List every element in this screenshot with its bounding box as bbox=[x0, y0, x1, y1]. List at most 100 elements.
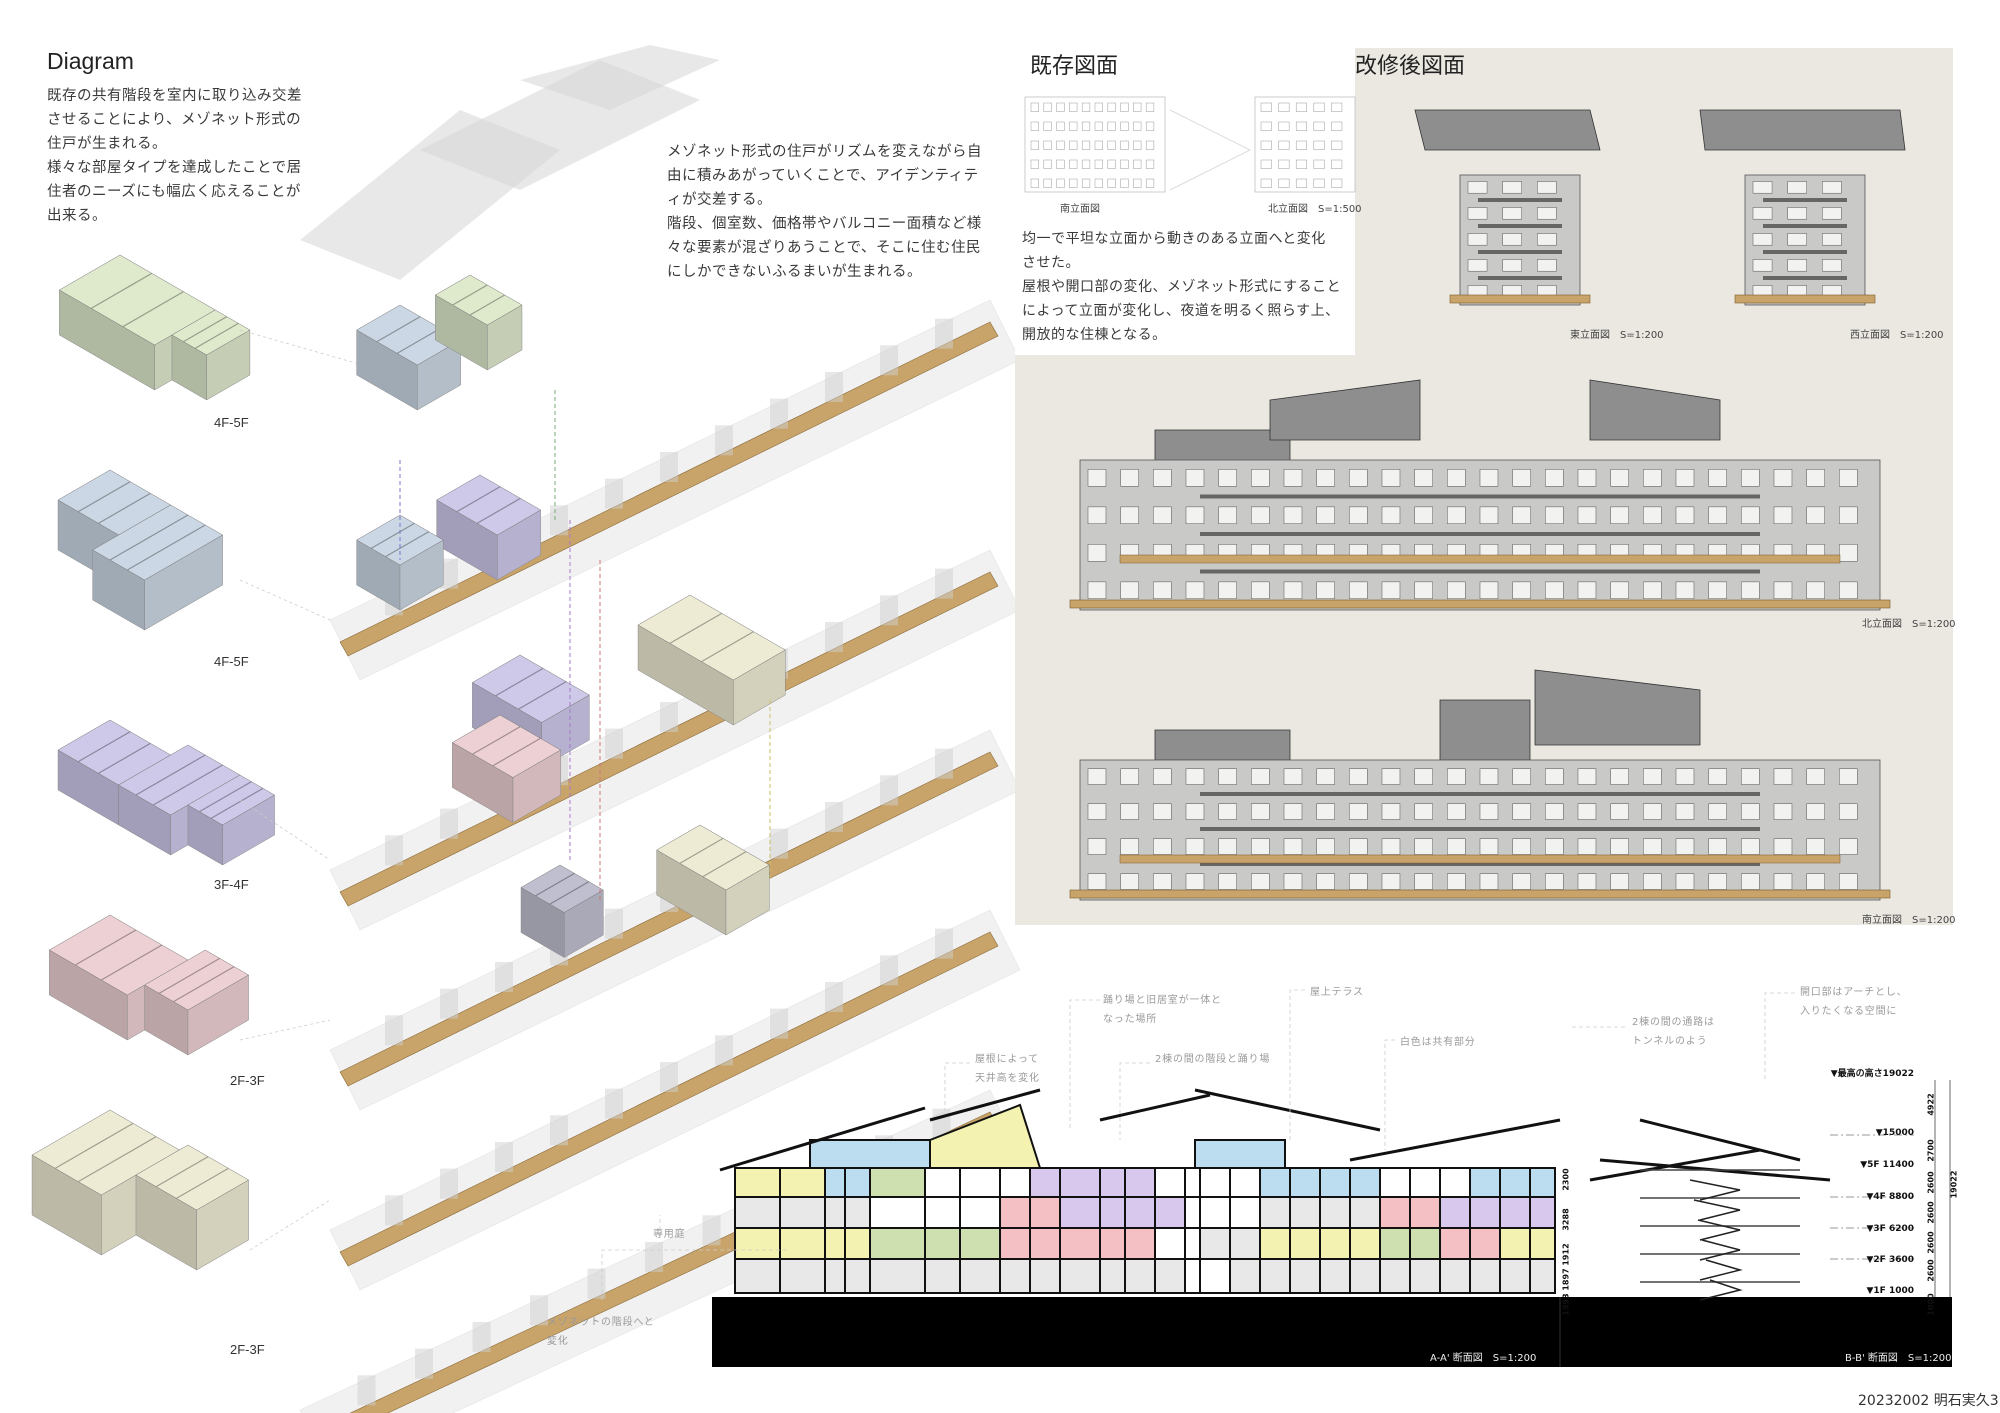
note-landing: 踊り場と旧居室が一体となった場所 bbox=[1103, 995, 1222, 1025]
window bbox=[1251, 838, 1270, 855]
window-outline bbox=[1260, 140, 1272, 150]
section-cell bbox=[1124, 1167, 1156, 1198]
window-outline bbox=[1094, 102, 1103, 112]
ground-deck bbox=[1449, 294, 1591, 304]
window bbox=[1512, 581, 1531, 599]
window bbox=[1752, 181, 1773, 194]
bb-stair bbox=[1697, 1219, 1741, 1241]
annotation-leader bbox=[1764, 992, 1795, 1080]
note-terrace: 屋上テラス bbox=[1310, 987, 1364, 998]
interior-wall bbox=[127, 524, 206, 571]
section-cell bbox=[1469, 1167, 1501, 1198]
window bbox=[1283, 873, 1303, 890]
section-cell bbox=[1319, 1167, 1351, 1198]
section-cell bbox=[1199, 1167, 1231, 1198]
bb-stair bbox=[1689, 1179, 1741, 1201]
bb-section-label: B-B' 断面図 S=1:200 bbox=[1845, 1353, 1952, 1364]
window bbox=[1773, 506, 1793, 524]
section-cell bbox=[999, 1227, 1031, 1260]
section-cell bbox=[1379, 1227, 1411, 1260]
window bbox=[1447, 768, 1466, 785]
window-ghost bbox=[770, 828, 788, 859]
window bbox=[1741, 838, 1760, 855]
existing-elevation-box bbox=[1015, 48, 1355, 355]
interior-wall bbox=[396, 327, 441, 354]
section-cell bbox=[1059, 1167, 1101, 1198]
window bbox=[1349, 838, 1368, 855]
interior-wall bbox=[155, 1156, 209, 1188]
interior-wall bbox=[77, 731, 131, 763]
window-ghost bbox=[935, 568, 953, 599]
window bbox=[1787, 207, 1807, 220]
window-outline bbox=[1081, 140, 1091, 150]
section-cell bbox=[1154, 1227, 1186, 1260]
annotation-leader bbox=[1119, 1062, 1150, 1140]
interior-wall bbox=[535, 872, 575, 897]
window-outline bbox=[1069, 159, 1078, 169]
window bbox=[1708, 469, 1727, 487]
balcony-rail bbox=[1478, 224, 1562, 228]
interior-wall bbox=[370, 522, 415, 549]
window bbox=[1087, 803, 1107, 820]
balcony-rail bbox=[1763, 224, 1847, 228]
section-cell bbox=[1409, 1258, 1441, 1294]
window-ghost bbox=[495, 1142, 513, 1172]
section-cell bbox=[869, 1167, 926, 1198]
window-ghost bbox=[587, 1268, 606, 1299]
window-outline bbox=[1120, 140, 1129, 150]
window-outline bbox=[1120, 102, 1129, 112]
interior-wall bbox=[101, 944, 163, 981]
window bbox=[1381, 506, 1401, 524]
window bbox=[1839, 469, 1858, 487]
section-cell bbox=[999, 1167, 1031, 1198]
west-elevation-label: 西立面図 S=1:200 bbox=[1850, 330, 1944, 341]
description-line: させた。 bbox=[1022, 255, 1080, 271]
window bbox=[1218, 469, 1237, 487]
window bbox=[1218, 873, 1237, 890]
window bbox=[1349, 873, 1368, 890]
window-outline bbox=[1069, 140, 1078, 150]
window bbox=[1447, 469, 1466, 487]
window-outline bbox=[1094, 121, 1103, 131]
interior-wall bbox=[669, 612, 723, 644]
window-ghost bbox=[357, 1375, 376, 1406]
window bbox=[1447, 506, 1466, 524]
window bbox=[1512, 838, 1531, 855]
window bbox=[1806, 873, 1825, 890]
roof bbox=[1414, 109, 1601, 151]
window-outline bbox=[1313, 140, 1325, 150]
window-outline bbox=[1295, 140, 1308, 150]
window bbox=[1741, 469, 1760, 487]
window-outline bbox=[1030, 159, 1039, 169]
section-cell bbox=[1154, 1258, 1186, 1294]
window bbox=[1153, 803, 1172, 820]
section-cell bbox=[999, 1196, 1031, 1229]
section-cell bbox=[1439, 1227, 1471, 1260]
window bbox=[1251, 506, 1270, 524]
window-ghost bbox=[385, 1195, 403, 1226]
section-cell bbox=[869, 1227, 926, 1260]
window-outline bbox=[1145, 121, 1155, 131]
section-cell bbox=[779, 1196, 826, 1229]
section-cell bbox=[734, 1227, 781, 1260]
window bbox=[1467, 181, 1488, 194]
window-outline bbox=[1331, 121, 1343, 131]
window bbox=[1120, 506, 1139, 524]
window-ghost bbox=[550, 1115, 568, 1146]
walkway-band bbox=[1119, 854, 1841, 864]
section-cell bbox=[1469, 1258, 1501, 1294]
window bbox=[1545, 873, 1564, 890]
window bbox=[1479, 768, 1499, 785]
window bbox=[1675, 803, 1695, 820]
left-dimension-value: 2300 bbox=[1561, 1168, 1571, 1191]
window bbox=[1822, 233, 1842, 246]
window bbox=[1741, 873, 1760, 890]
section-cell bbox=[1499, 1196, 1531, 1229]
window-ghost bbox=[415, 1348, 433, 1379]
window-outline bbox=[1107, 140, 1116, 150]
window-ghost bbox=[770, 1008, 788, 1039]
window-outline bbox=[1069, 102, 1078, 112]
window-ghost bbox=[825, 372, 843, 402]
roof bbox=[1589, 379, 1721, 441]
window-outline bbox=[1043, 102, 1052, 112]
